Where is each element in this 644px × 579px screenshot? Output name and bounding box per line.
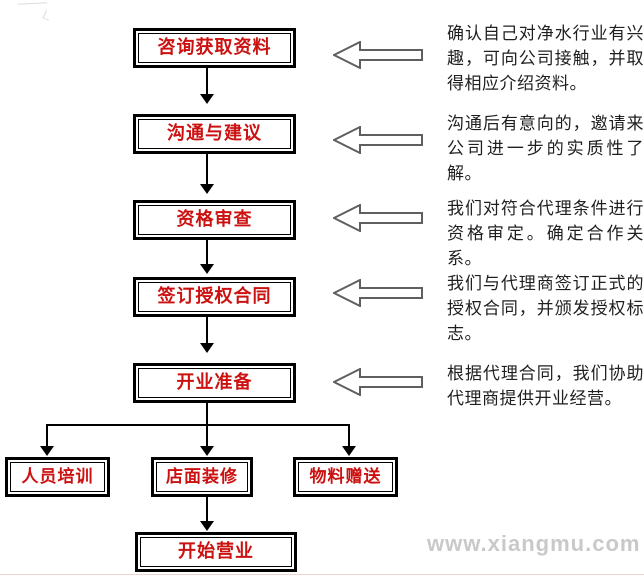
step-note-2: 沟通后有意向的，邀请来公司进一步的实质性了解。 (447, 114, 644, 184)
flow-step-label-1: 咨询获取资料 (157, 37, 272, 58)
down-arrow-line (348, 426, 350, 447)
step-note-4: 我们与代理商签订正式的授权合同，并颁发授权标志。 (447, 274, 644, 344)
artifact-mark (17, 2, 48, 5)
branch-box-2: 店面装修 (151, 457, 253, 497)
artifact-mark (42, 9, 53, 22)
flow-step-box-1-inner: 咨询获取资料 (138, 33, 291, 63)
branch-label-3: 物料赠送 (309, 466, 382, 487)
down-arrow-head (200, 264, 214, 274)
branch-box-1: 人员培训 (5, 457, 110, 497)
flow-step-label-2: 沟通与建议 (167, 123, 262, 144)
callout-arrow-icon (333, 279, 423, 307)
down-arrow-head (200, 446, 214, 456)
page-bottom-border (0, 574, 644, 575)
flow-step-box-5-inner: 开业准备 (138, 368, 291, 398)
flow-step-label-3: 资格审查 (176, 209, 253, 230)
step-note-3: 我们对符合代理条件进行资格审定。确定合作关系。 (447, 199, 644, 269)
step-note-5: 根据代理合同，我们协助代理商提供开业经营。 (447, 364, 644, 409)
callout-arrow-icon (333, 126, 423, 154)
flow-step-box-1: 咨询获取资料 (133, 28, 296, 68)
down-arrow-line (206, 154, 208, 185)
down-arrow-line (206, 426, 208, 447)
branch-box-2-inner: 店面装修 (156, 462, 248, 492)
step-note-1: 确认自己对净水行业有兴趣，可向公司接触，并取得相应介绍资料。 (447, 24, 644, 94)
down-arrow-head (40, 446, 54, 456)
branch-box-3-inner: 物料赠送 (298, 462, 393, 492)
flow-step-box-2: 沟通与建议 (133, 114, 296, 154)
flow-step-box-2-inner: 沟通与建议 (138, 119, 291, 149)
down-arrow-head (200, 343, 214, 353)
down-arrow-line (206, 317, 208, 344)
branch-rail-line (46, 424, 350, 426)
flow-step-label-4: 签订授权合同 (157, 286, 272, 307)
flow-step-box-4: 签订授权合同 (133, 277, 296, 317)
down-arrow-line (206, 240, 208, 265)
final-step-box-inner: 开始营业 (140, 537, 292, 567)
callout-arrow-icon (333, 368, 423, 396)
watermark-text: www.xiangmu.com (427, 531, 641, 556)
flow-step-box-3: 资格审查 (133, 200, 296, 240)
branch-box-3: 物料赠送 (293, 457, 398, 497)
down-arrow-head (200, 184, 214, 194)
flow-step-box-3-inner: 资格审查 (138, 205, 291, 235)
flow-step-box-4-inner: 签订授权合同 (138, 282, 291, 312)
branch-label-2: 店面装修 (166, 466, 238, 487)
final-step-label: 开始营业 (178, 541, 254, 562)
callout-arrow-icon (333, 204, 423, 232)
down-arrow-line (206, 497, 208, 521)
branch-stub-line (206, 403, 208, 426)
branch-box-1-inner: 人员培训 (10, 462, 105, 492)
final-step-box: 开始营业 (135, 532, 297, 572)
down-arrow-line (206, 68, 208, 95)
flow-step-label-5: 开业准备 (176, 372, 253, 393)
flow-step-box-5: 开业准备 (133, 363, 296, 403)
down-arrow-head (200, 521, 214, 531)
down-arrow-line (46, 426, 48, 447)
branch-label-1: 人员培训 (21, 466, 94, 487)
callout-arrow-icon (333, 41, 423, 69)
down-arrow-head (200, 94, 214, 104)
down-arrow-head (342, 446, 356, 456)
